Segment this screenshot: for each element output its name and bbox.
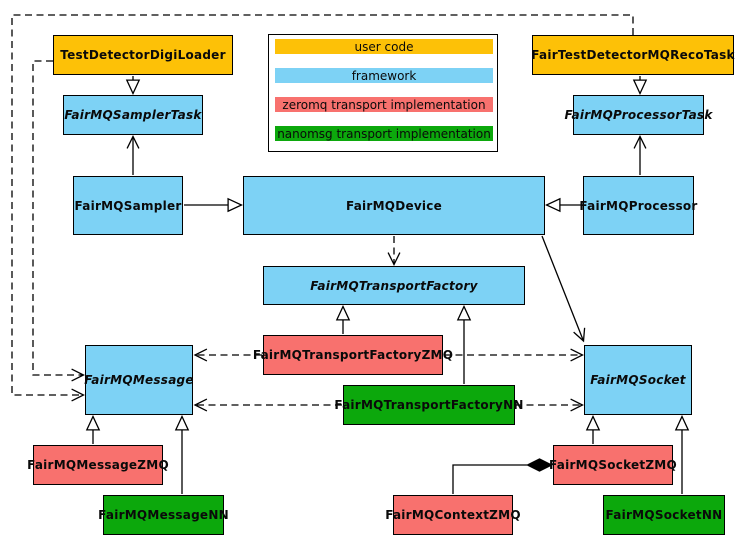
node-fairmqsampler: FairMQSampler (73, 176, 183, 235)
legend-swatch-user-code: user code (275, 39, 493, 54)
node-fairmqcontextzmq: FairMQContextZMQ (385, 495, 521, 535)
node-fairmqsocketzmq: FairMQSocketZMQ (549, 445, 677, 485)
node-fairmqdevice: FairMQDevice (243, 176, 545, 235)
node-fairmqmessagezmq: FairMQMessageZMQ (27, 445, 169, 485)
node-label: FairMQDevice (345, 198, 443, 213)
node-label: FairMQMessageNN (98, 508, 229, 522)
node-label: FairTestDetectorMQRecoTask (531, 48, 735, 62)
edge-contextzmq-socketzmq (452, 464, 527, 494)
node-label: FairMQMessage (84, 373, 194, 387)
node-label: FairMQSocketZMQ (549, 458, 677, 472)
node-fairmqsocketnn: FairMQSocketNN (603, 495, 725, 535)
node-fairmqmessage: FairMQMessage (84, 345, 194, 415)
node-label: FairMQContextZMQ (385, 508, 521, 522)
node-label: FairMQMessageZMQ (27, 458, 169, 472)
node-fairmqtransportfactoryzmq: FairMQTransportFactoryZMQ (253, 335, 453, 375)
node-label: FairMQTransportFactoryZMQ (252, 348, 454, 362)
edge-digiloader-message (32, 60, 85, 382)
legend-swatch-framework: framework (275, 68, 493, 83)
edge-recotask-message (11, 14, 634, 402)
node-fairmqmessagenn: FairMQMessageNN (98, 495, 229, 535)
node-fairmqsocket: FairMQSocket (584, 345, 692, 415)
node-label: FairMQTransportFactory (310, 278, 478, 293)
legend-swatch-zeromq: zeromq transport implementation (275, 97, 493, 112)
node-label: FairMQProcessorTask (564, 108, 713, 122)
legend-label: zeromq transport implementation (282, 97, 486, 112)
node-fairmqprocessortask: FairMQProcessorTask (564, 95, 712, 135)
legend-label: framework (351, 68, 417, 83)
node-fairmqtransportfactorynn: FairMQTransportFactoryNN (334, 385, 523, 425)
node-label: FairMQSamplerTask (64, 108, 202, 122)
node-label: FairMQSampler (74, 198, 182, 213)
node-fairtestdetectormqrecotask: FairTestDetectorMQRecoTask (531, 35, 735, 75)
node-testdetectordigiloader: TestDetectorDigiLoader (53, 35, 233, 75)
legend: user code framework zeromq transport imp… (268, 34, 498, 152)
node-fairmqtransportfactory: FairMQTransportFactory (263, 266, 525, 305)
node-label: FairMQSocket (590, 373, 686, 387)
edge-device-socket (541, 235, 586, 343)
legend-label: user code (354, 39, 414, 54)
composition-diamond (526, 458, 553, 472)
legend-label: nanomsg transport implementation (277, 126, 491, 141)
node-fairmqsamplertask: FairMQSamplerTask (63, 95, 203, 135)
node-label: FairMQSocketNN (605, 508, 723, 522)
node-fairmqprocessor: FairMQProcessor (579, 176, 697, 235)
node-label: FairMQProcessor (579, 198, 698, 213)
legend-swatch-nanomsg: nanomsg transport implementation (275, 126, 493, 141)
node-label: TestDetectorDigiLoader (60, 48, 226, 62)
node-label: FairMQTransportFactoryNN (334, 398, 524, 412)
